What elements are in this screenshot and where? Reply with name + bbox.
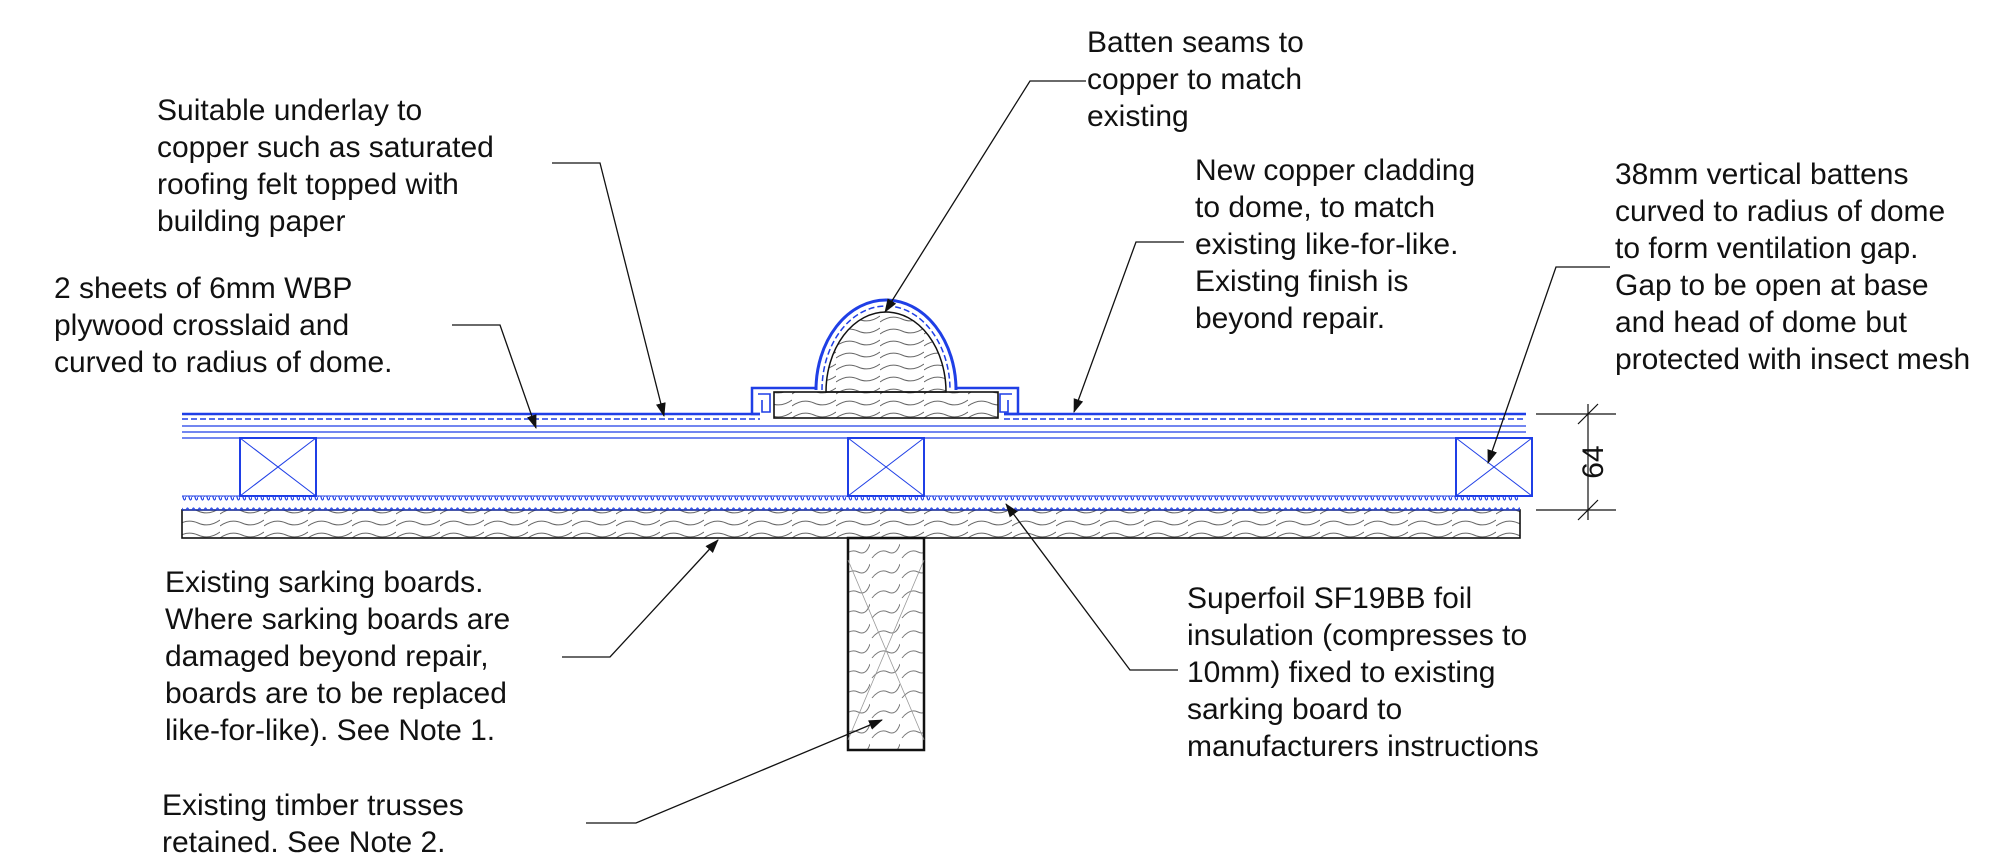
leader-underlay [552,162,666,417]
leader-vertical-battens [1487,266,1610,464]
callout-batten-seams: Batten seams to copper to match existing [1087,26,1304,133]
callout-underlay: Suitable underlay to copper such as satu… [157,94,494,238]
leader-timber-trusses [586,719,883,824]
dimension-annotation [1536,403,1616,521]
callout-sarking-boards: Existing sarking boards. Where sarking b… [165,566,511,747]
leader-batten-seams [884,80,1086,313]
leader-lines [452,80,1610,824]
vertical-batten-centre [847,437,925,497]
dimension-value: 64 [1577,445,1610,478]
timber-truss [846,536,926,752]
leader-new-copper [1073,241,1184,413]
leader-sarking-boards [562,539,719,658]
foil-insulation [182,495,1520,511]
callout-vertical-battens: 38mm vertical battens curved to radius o… [1615,158,1971,376]
sarking-board [181,509,1521,539]
batten-seam-roll [750,298,1020,419]
callout-timber-trusses: Existing timber trusses retained. See No… [162,789,464,854]
leader-superfoil [1005,503,1178,671]
plywood-sheets [182,425,1526,439]
leader-plywood [452,324,537,429]
callout-plywood: 2 sheets of 6mm WBP plywood crosslaid an… [54,272,393,379]
callout-superfoil: Superfoil SF19BB foil insulation (compre… [1187,582,1539,763]
vertical-batten-left [239,437,317,497]
callout-new-copper: New copper cladding to dome, to match ex… [1195,154,1476,335]
